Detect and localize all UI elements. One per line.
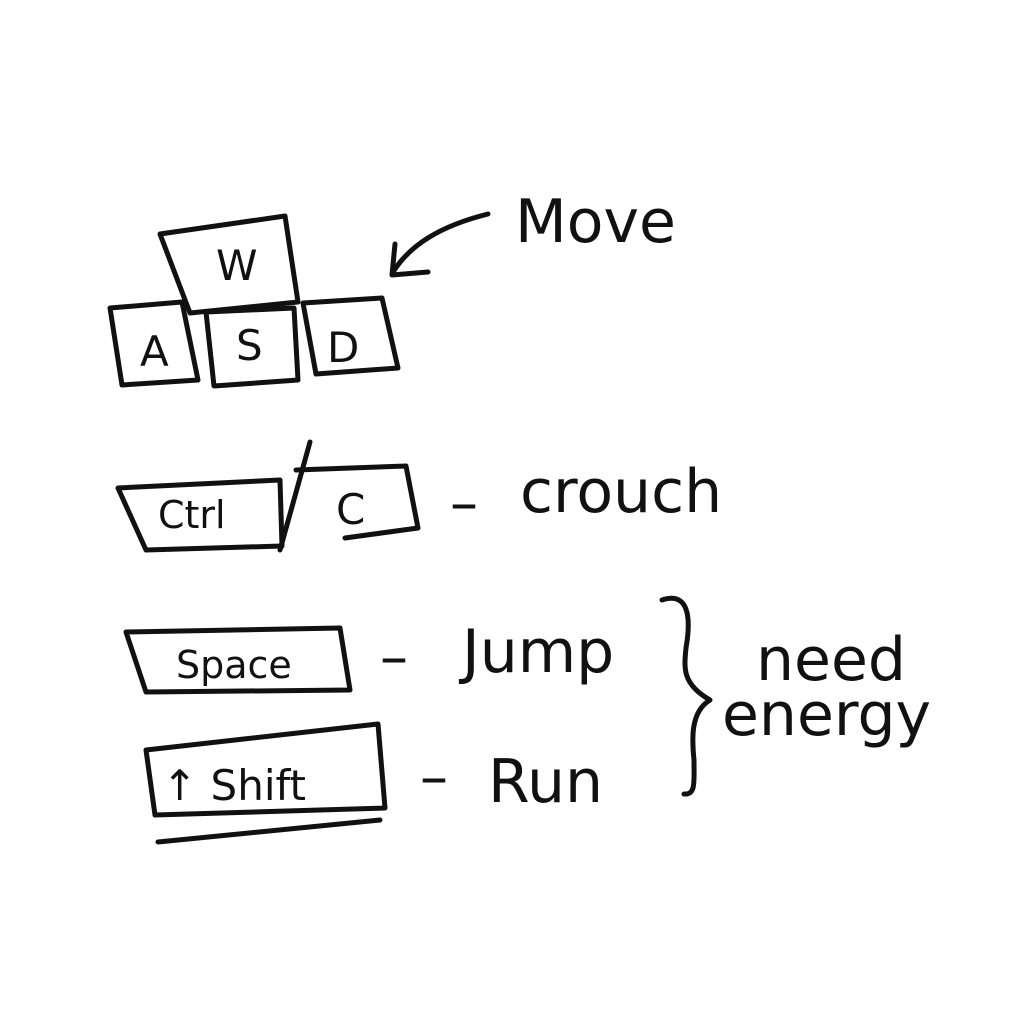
key-s-label: S [236, 321, 263, 370]
move-arrowhead-icon [389, 241, 431, 278]
key-w: W [157, 213, 301, 316]
energy-annotation: need energy [659, 595, 931, 797]
move-arrow-icon [390, 211, 491, 275]
key-ctrl: Ctrl [115, 477, 285, 553]
label-run: Run [488, 747, 603, 817]
key-shift-label: ↑ Shift [162, 761, 306, 810]
jump-dash: – [380, 625, 408, 690]
key-d: D [300, 295, 401, 377]
key-space-label: Space [176, 643, 292, 687]
run-dash: – [420, 745, 448, 810]
key-shift: ↑ Shift [143, 721, 388, 845]
label-move: Move [515, 187, 676, 257]
label-energy: energy [722, 680, 931, 750]
key-a-label: A [140, 327, 169, 376]
key-w-label: W [216, 241, 258, 290]
label-need: need [756, 625, 906, 695]
key-d-label: D [327, 323, 359, 372]
move-annotation: Move [389, 187, 676, 278]
run-row: ↑ Shift – Run [143, 721, 603, 845]
jump-row: Space – Jump [123, 617, 614, 695]
key-c-label: C [336, 485, 365, 534]
crouch-row: Ctrl C – crouch [115, 439, 722, 553]
key-a: A [107, 299, 201, 388]
label-crouch: crouch [520, 457, 722, 527]
key-separator-slash-icon [277, 439, 313, 553]
label-jump: Jump [458, 617, 614, 687]
key-ctrl-label: Ctrl [158, 493, 226, 537]
key-s: S [203, 305, 301, 389]
wasd-cluster: W A S D [107, 213, 401, 389]
key-space: Space [123, 625, 353, 695]
curly-brace-icon [659, 595, 713, 797]
key-c: C [293, 463, 421, 541]
crouch-dash: – [450, 471, 478, 536]
